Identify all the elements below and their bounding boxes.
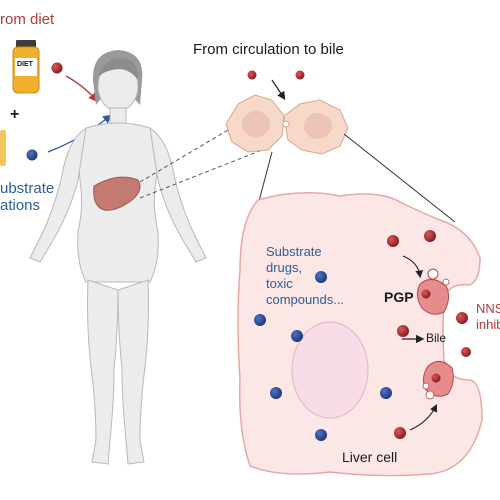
blue-molecule xyxy=(380,387,392,399)
drugs-label-line3: toxic xyxy=(266,276,293,291)
red-molecule xyxy=(51,62,63,74)
drugs-label-line2: drugs, xyxy=(266,260,303,275)
blue-molecule xyxy=(315,429,327,441)
pgp-transporter-icon xyxy=(422,361,454,400)
red-molecule xyxy=(456,312,468,324)
diet-arrow xyxy=(65,75,98,102)
circulation-title: From circulation to bile xyxy=(193,41,344,58)
drugs-label-line4: compounds... xyxy=(266,292,345,307)
liver-icon xyxy=(93,176,141,211)
pgp-transporter-icon xyxy=(416,268,450,315)
nucleus xyxy=(291,321,369,419)
red-molecule xyxy=(387,235,399,247)
bottle-label: DIET xyxy=(17,61,33,68)
nns-label-line1: NNS xyxy=(476,301,500,316)
blue-molecule xyxy=(26,149,38,161)
human-body xyxy=(29,50,207,465)
blue-molecule xyxy=(254,314,266,326)
zoom-line xyxy=(343,133,456,223)
red-molecule xyxy=(461,347,471,357)
efflux-arrow xyxy=(409,404,437,431)
liver-cell xyxy=(237,192,483,477)
nns-label-line2: inhib xyxy=(476,317,500,332)
blue-molecule xyxy=(315,271,327,283)
substrate-label-line1: ubstrate xyxy=(0,180,55,197)
substrate-bottle-partial xyxy=(0,130,6,166)
from-diet-label: rom diet xyxy=(0,11,55,28)
pgp-label: PGP xyxy=(384,289,414,305)
red-molecule xyxy=(247,70,257,80)
hepatocyte-pair xyxy=(225,94,349,155)
substrate-label-line2: ations xyxy=(0,197,41,214)
plus-sign: + xyxy=(10,106,20,123)
zoom-line xyxy=(139,149,263,199)
drugs-label-line1: Substrate xyxy=(266,244,322,259)
red-molecule xyxy=(397,325,409,337)
blue-molecule xyxy=(291,330,303,342)
red-molecule xyxy=(394,427,406,439)
circulation-arrow xyxy=(271,79,286,100)
zoom-line xyxy=(139,109,263,183)
diet-bottle xyxy=(12,40,40,94)
bile-label: Bile xyxy=(426,331,447,345)
uptake-arrow xyxy=(402,255,424,279)
liver-cell-label: Liver cell xyxy=(342,449,398,465)
blue-molecule xyxy=(270,387,282,399)
red-molecule xyxy=(295,70,305,80)
red-molecule xyxy=(424,230,436,242)
